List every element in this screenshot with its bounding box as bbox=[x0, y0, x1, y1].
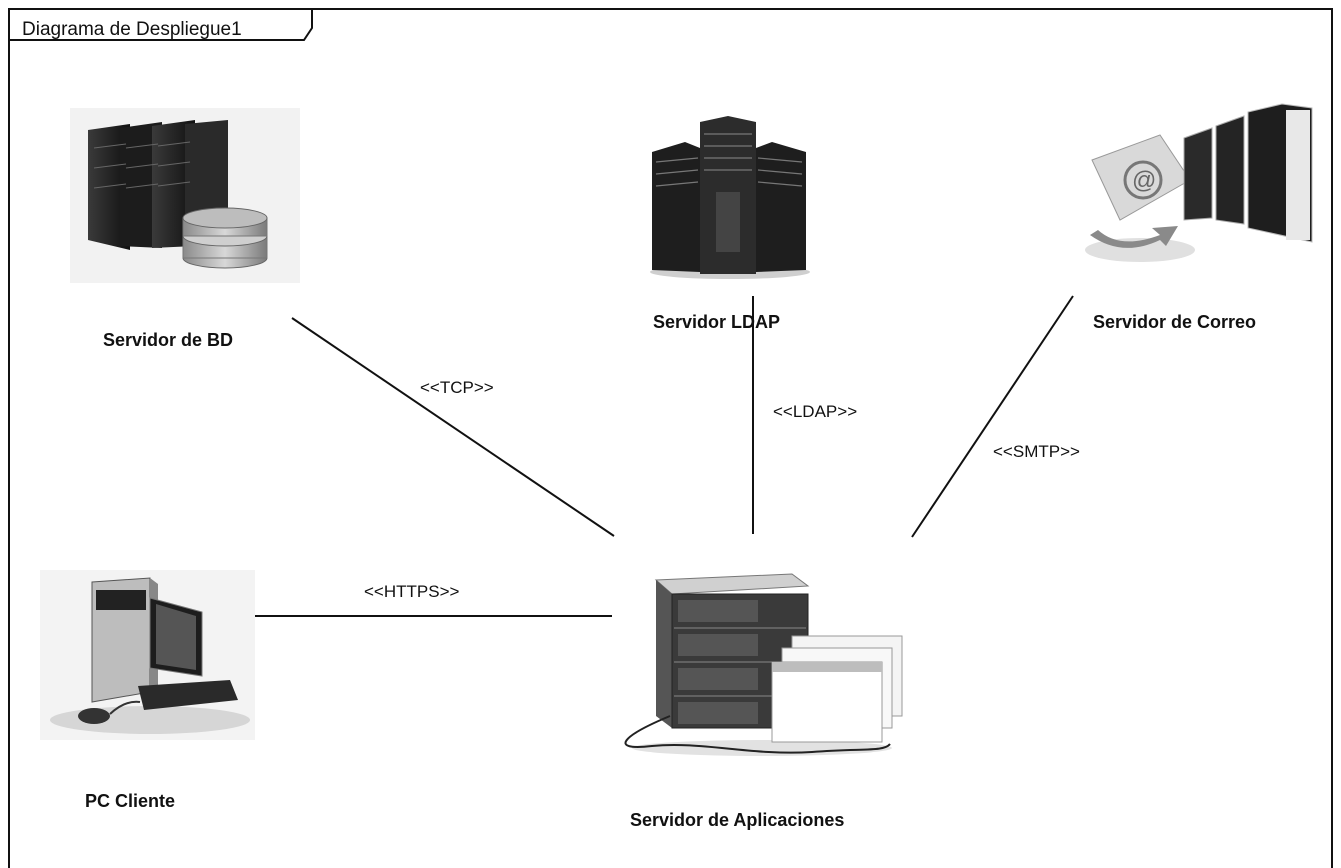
diagram-frame bbox=[8, 8, 1333, 868]
desktop-computer-icon[interactable] bbox=[40, 570, 255, 740]
mail-server-label: Servidor de Correo bbox=[1093, 312, 1257, 332]
ldap-server-label: Servidor LDAP bbox=[653, 312, 781, 332]
tcp-label: <<TCP>> bbox=[420, 378, 494, 397]
server-tower-icon[interactable] bbox=[640, 112, 820, 282]
application-server-icon[interactable] bbox=[612, 566, 912, 761]
pc-client-label: PC Cliente bbox=[85, 791, 176, 811]
frame-title-tab bbox=[8, 8, 313, 41]
db-server-label: Servidor de BD bbox=[103, 330, 234, 350]
svg-text:@: @ bbox=[1132, 167, 1156, 194]
tcp-connection[interactable] bbox=[291, 317, 615, 537]
smtp-label: <<SMTP>> bbox=[993, 442, 1080, 461]
https-label: <<HTTPS>> bbox=[364, 582, 460, 601]
database-server-icon[interactable] bbox=[70, 108, 300, 288]
app-server-label: Servidor de Aplicaciones bbox=[630, 810, 845, 830]
smtp-connection[interactable] bbox=[911, 295, 1074, 538]
frame-title: Diagrama de Despliegue1 bbox=[22, 19, 242, 40]
mail-server-icon[interactable]: @ bbox=[1080, 100, 1315, 285]
ldap-connection-label: <<LDAP>> bbox=[773, 402, 858, 421]
